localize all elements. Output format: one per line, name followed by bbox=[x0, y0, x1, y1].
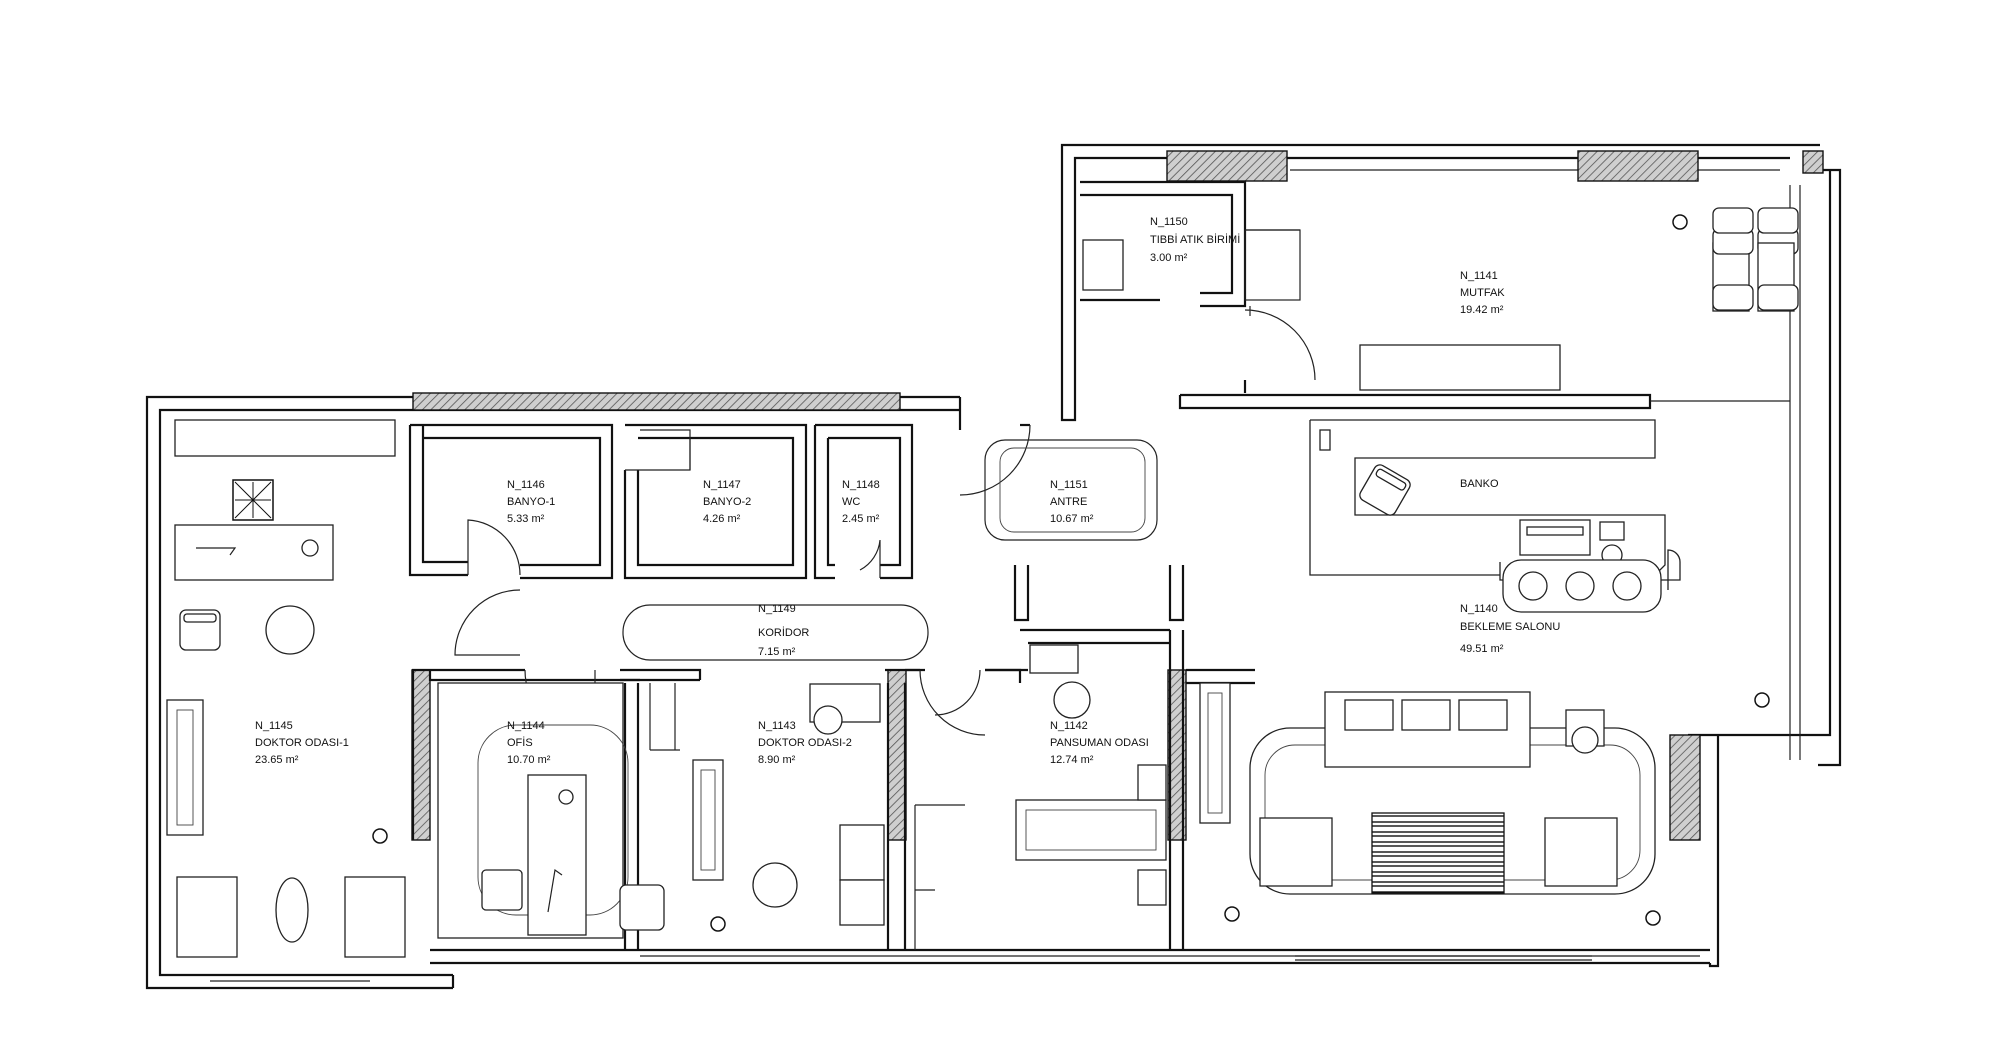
koridor-pill bbox=[622, 604, 929, 661]
windows bbox=[210, 955, 1592, 982]
treatment-room-furniture bbox=[1015, 644, 1231, 906]
antre-bench bbox=[984, 439, 1158, 541]
room-name: KORİDOR bbox=[758, 626, 809, 639]
room-id: N_1144 bbox=[507, 720, 545, 732]
structural-piers bbox=[411, 150, 1824, 841]
room-area: 19.42 m² bbox=[1460, 304, 1504, 316]
room-labels: N_1141 MUTFAK 19.42 m² N_1150 TIBBİ ATIK… bbox=[255, 216, 1560, 766]
doctor-room-2-furniture bbox=[691, 683, 885, 951]
doctor-room-1-furniture bbox=[166, 419, 407, 958]
room-id: N_1145 bbox=[255, 720, 293, 732]
room-area: 23.65 m² bbox=[255, 754, 299, 766]
room-id: N_1143 bbox=[758, 720, 796, 732]
reception-desk bbox=[1309, 419, 1681, 613]
room-area: 3.00 m² bbox=[1150, 252, 1188, 264]
antre-bench-inner bbox=[999, 447, 1146, 533]
room-name: OFİS bbox=[507, 736, 533, 749]
room-area: 12.74 m² bbox=[1050, 754, 1094, 766]
door-swings bbox=[454, 306, 1316, 741]
room-name: BEKLEME SALONU bbox=[1460, 621, 1560, 633]
banko-label: BANKO bbox=[1460, 478, 1499, 490]
room-id: N_1140 bbox=[1460, 603, 1498, 615]
room-area: 49.51 m² bbox=[1460, 643, 1504, 655]
interior-walls bbox=[408, 180, 1790, 950]
waiting-lounge bbox=[1249, 691, 1656, 895]
room-area: 8.90 m² bbox=[758, 754, 796, 766]
room-id: N_1142 bbox=[1050, 720, 1088, 732]
room-id: N_1146 bbox=[507, 479, 545, 491]
room-id: N_1149 bbox=[758, 603, 796, 615]
room-area: 5.33 m² bbox=[507, 513, 545, 525]
room-id: N_1148 bbox=[842, 479, 880, 491]
kitchen-furniture bbox=[1712, 207, 1799, 312]
room-area: 10.70 m² bbox=[507, 754, 551, 766]
room-name: TIBBİ ATIK BİRİMİ bbox=[1150, 233, 1240, 246]
room-name: DOKTOR ODASI-1 bbox=[255, 737, 349, 749]
room-name: ANTRE bbox=[1050, 496, 1087, 508]
room-name: PANSUMAN ODASI bbox=[1050, 737, 1149, 749]
room-name: BANYO-1 bbox=[507, 496, 555, 508]
room-id: N_1151 bbox=[1050, 479, 1088, 491]
room-area: 10.67 m² bbox=[1050, 513, 1094, 525]
room-id: N_1150 bbox=[1150, 216, 1188, 228]
room-area: 4.26 m² bbox=[703, 513, 741, 525]
room-name: WC bbox=[842, 496, 860, 508]
room-id: N_1147 bbox=[703, 479, 741, 491]
room-id: N_1141 bbox=[1460, 270, 1498, 282]
room-area: 2.45 m² bbox=[842, 513, 880, 525]
room-name: BANYO-2 bbox=[703, 496, 751, 508]
room-area: 7.15 m² bbox=[758, 646, 796, 658]
room-name: MUTFAK bbox=[1460, 287, 1505, 299]
room-name: DOKTOR ODASI-2 bbox=[758, 737, 852, 749]
office-furniture bbox=[437, 682, 665, 939]
